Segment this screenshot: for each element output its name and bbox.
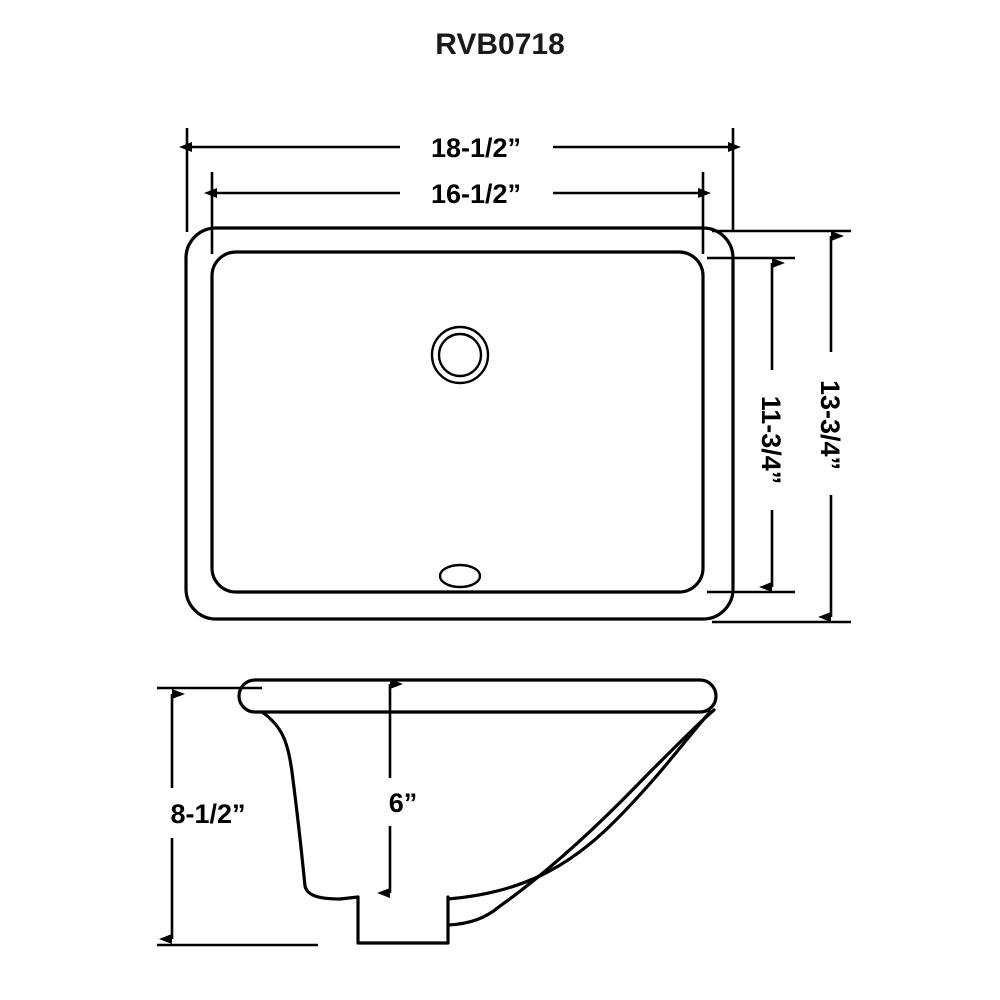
basin-rim-profile — [237, 678, 718, 714]
overflow-opening-icon — [438, 563, 482, 589]
basin-inner-wall — [210, 250, 705, 594]
top-view-basin — [184, 226, 735, 621]
bowl-left-wall-profile — [260, 710, 342, 901]
dim-label-inner-depth: 11-3/4” — [756, 396, 786, 485]
page-title: RVB0718 — [435, 28, 565, 61]
dim-label-inner-width: 16-1/2” — [431, 179, 521, 209]
dim-label-overall-depth: 13-3/4” — [815, 380, 845, 470]
drain-boss-profile — [356, 895, 450, 945]
drain-boss-left-shoulder — [338, 895, 360, 901]
section-view-basin — [237, 678, 718, 945]
bowl-inner-surface-profile — [446, 710, 712, 901]
dim-label-overall-height: 8-1/2” — [170, 799, 245, 829]
top-view-horizontal-dimensions: 18-1/2” 16-1/2” — [179, 128, 741, 254]
dim-label-bowl-depth: 6” — [389, 788, 418, 818]
drain-outer-ring — [430, 325, 490, 385]
section-view-dimensions: 8-1/2” 6” — [157, 679, 418, 947]
basin-outer-rim — [184, 226, 735, 621]
drain-opening-icon — [430, 325, 490, 385]
bowl-outer-surface-profile — [446, 708, 716, 927]
drain-inner-ring — [437, 332, 483, 378]
top-view-vertical-dimensions: 11-3/4” 13-3/4” — [707, 229, 851, 624]
dim-label-overall-width: 18-1/2” — [431, 133, 521, 163]
